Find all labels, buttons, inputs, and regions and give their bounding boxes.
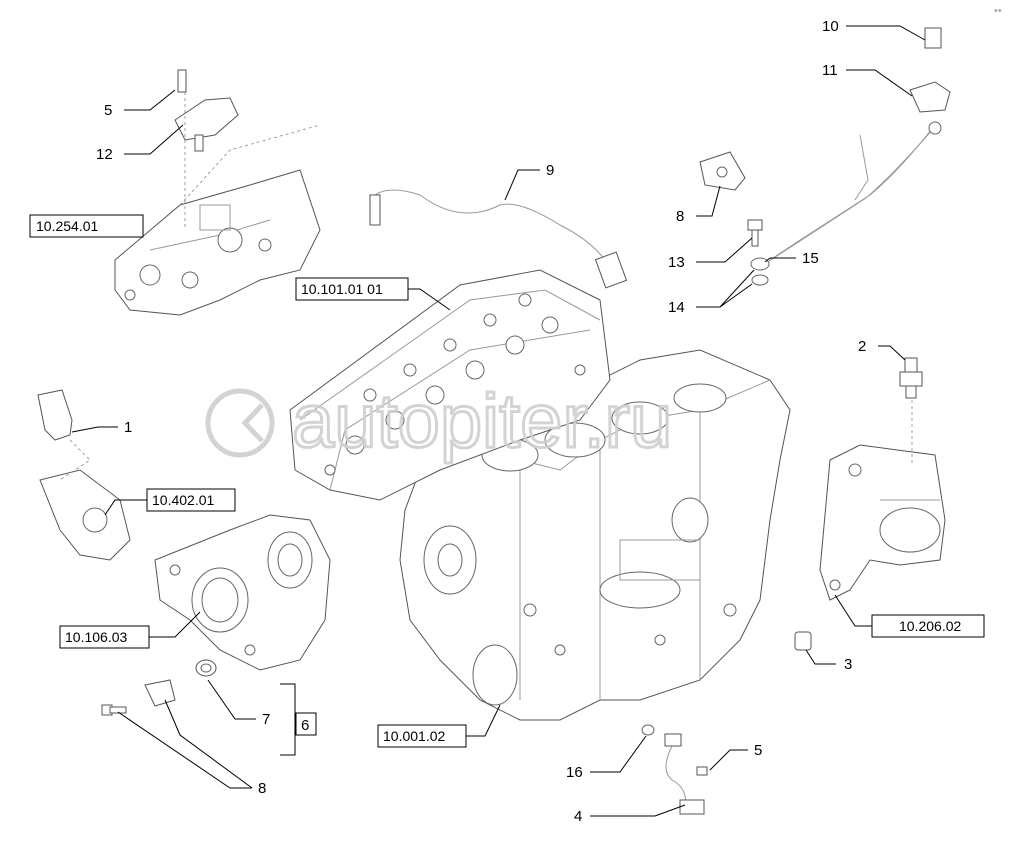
callout-1: 1 <box>124 419 132 436</box>
temperature-sensor-9 <box>369 189 628 289</box>
callout-5-top: 5 <box>104 102 112 119</box>
ref-10-254-01: 10.254.01 <box>36 218 98 234</box>
oil-filter-housing <box>819 400 946 601</box>
fuel-pump-housing <box>114 124 321 316</box>
callout-8-top: 8 <box>676 208 684 225</box>
callout-3: 3 <box>844 656 852 673</box>
ref-10-106-03: 10.106.03 <box>65 629 127 645</box>
callout-5-bottom: 5 <box>754 742 762 759</box>
bolt-8-bottom <box>101 704 127 716</box>
callout-13: 13 <box>668 254 685 271</box>
plug-3 <box>794 631 812 651</box>
o-ring-7 <box>195 659 217 677</box>
callout-11: 11 <box>822 62 838 79</box>
callout-16: 16 <box>566 764 583 781</box>
callout-7: 7 <box>262 711 270 728</box>
ref-10-101-01-01: 10.101.01 01 <box>301 281 383 297</box>
callout-15: 15 <box>802 250 819 267</box>
callout-6: 6 <box>301 717 309 734</box>
watermark: autopiter.ru <box>205 378 674 466</box>
callout-10: 10 <box>822 18 839 35</box>
timing-cover <box>154 514 331 671</box>
callout-8-bottom: 8 <box>258 780 266 797</box>
bolt-13-washers-14 <box>747 219 770 286</box>
callout-4: 4 <box>574 808 582 825</box>
oil-pipe-15 <box>765 27 951 264</box>
reference-boxes: 10.254.01 10.101.01 01 10.402.01 10.106.… <box>29 214 985 748</box>
ref-10-402-01: 10.402.01 <box>152 492 214 508</box>
bracket-8-top <box>699 151 746 191</box>
callout-6-box: 6 <box>295 712 317 736</box>
crank-sensor-4 <box>641 724 708 815</box>
speed-sensor <box>144 679 176 707</box>
callout-12: 12 <box>96 146 113 163</box>
sensor-2 <box>899 357 923 399</box>
autopiter-logo-icon <box>205 388 275 458</box>
callout-2: 2 <box>858 338 866 355</box>
watermark-text: autopiter.ru <box>292 379 672 464</box>
corner-mark: •• <box>994 5 1002 17</box>
thermostat-housing <box>37 389 131 561</box>
cylinder-head <box>289 269 611 501</box>
callout-9: 9 <box>546 162 554 179</box>
ref-10-001-02: 10.001.02 <box>383 728 445 744</box>
ref-10-206-02: 10.206.02 <box>899 618 961 634</box>
callout-14: 14 <box>668 299 685 316</box>
sensor-12-assembly <box>174 69 239 230</box>
callout-numbers: 10 11 5 12 9 8 13 15 14 2 1 3 7 8 5 16 4 <box>96 18 866 825</box>
